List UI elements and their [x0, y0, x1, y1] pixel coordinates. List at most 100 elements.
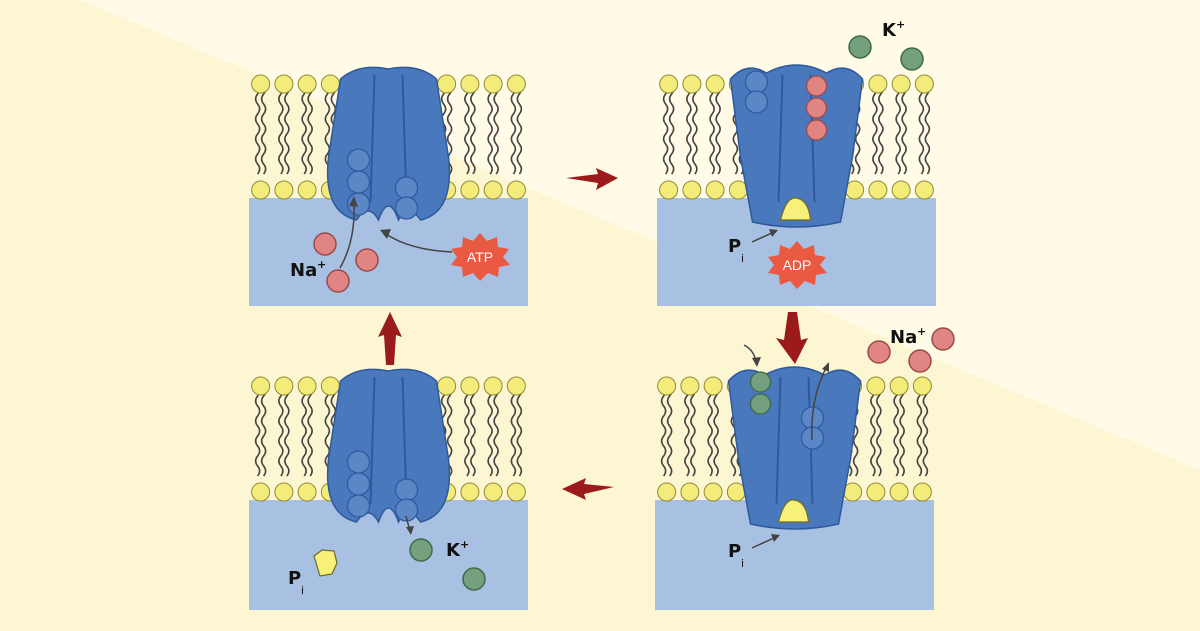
- phospholipid-head: [659, 74, 679, 94]
- arrowhead-icon: [769, 229, 778, 237]
- protein-channel-line: [369, 376, 376, 505]
- phospholipid-head: [320, 74, 340, 94]
- phospholipid-head: [274, 482, 294, 502]
- phospholipid-head: [703, 482, 723, 502]
- phospholipid-head: [506, 376, 526, 396]
- lipid-tail: [918, 83, 931, 175]
- lipid-tail: [872, 83, 884, 175]
- p-label: P: [288, 568, 301, 589]
- phospholipid-head: [506, 482, 526, 502]
- binding-pocket: [346, 148, 371, 172]
- i-subscript: i: [301, 584, 304, 597]
- phosphate-icon: [777, 499, 810, 523]
- potassium-ion-icon: [900, 47, 924, 71]
- na-label: Na: [890, 327, 917, 348]
- phosphate-icon: [779, 197, 812, 221]
- phospholipid-head: [657, 376, 677, 396]
- phospholipid-head: [483, 376, 503, 396]
- adp-burst-icon: [768, 241, 827, 289]
- p-label: P: [728, 236, 741, 257]
- i-subscript: i: [741, 557, 744, 570]
- phospholipid-head: [437, 74, 457, 94]
- phospholipid-head: [460, 74, 480, 94]
- binding-pocket: [394, 478, 419, 502]
- binding-pocket: [346, 494, 371, 518]
- phospholipid-head: [891, 74, 911, 94]
- binding-pocket: [394, 498, 419, 522]
- panel-group: [249, 64, 936, 610]
- na-exit-arrow: [811, 367, 827, 441]
- phospholipid-head: [297, 376, 317, 396]
- sodium-ion-icon: [355, 248, 379, 272]
- phospholipid-head: [297, 180, 317, 200]
- binding-pocket: [744, 70, 769, 94]
- protein-channel-line: [369, 74, 376, 203]
- phospholipid-head: [460, 180, 480, 200]
- phospholipid-head: [297, 74, 317, 94]
- pi-arrow: [751, 231, 775, 243]
- phospholipid-head: [506, 180, 526, 200]
- pump-protein-icon: [326, 368, 451, 524]
- k-plus-label: +: [460, 538, 469, 551]
- k-label: K: [446, 540, 461, 561]
- phospholipid-head: [320, 376, 340, 396]
- phospholipid-head: [866, 376, 886, 396]
- phospholipid-head: [912, 482, 932, 502]
- panel-4-annotations: P i K +: [288, 515, 486, 597]
- phospholipid-head: [251, 376, 271, 396]
- phospholipid-head: [889, 376, 909, 396]
- sodium-ion-icon: [805, 97, 828, 119]
- phospholipid-head: [868, 74, 888, 94]
- protein-channel-line: [777, 74, 784, 203]
- panel-3-annotations: Na + P i: [728, 325, 955, 570]
- panel-2-annotations: K + P i ADP: [728, 18, 924, 289]
- protein-channel-line: [775, 376, 782, 505]
- arrow-left-icon: [562, 478, 614, 500]
- phospholipid-head: [705, 180, 725, 200]
- phospholipid-head: [912, 376, 932, 396]
- phospholipid-head: [483, 180, 503, 200]
- binding-pocket: [346, 450, 371, 474]
- na-plus-label: +: [317, 258, 326, 271]
- binding-pocket: [744, 90, 769, 114]
- phosphate-icon: [313, 549, 338, 577]
- binding-pocket: [394, 196, 419, 220]
- arrowhead-icon: [771, 534, 780, 542]
- potassium-ion-icon: [848, 35, 872, 59]
- phospholipid-head: [460, 482, 480, 502]
- phospholipid-head: [703, 376, 723, 396]
- cycle-arrow-icon: [378, 168, 808, 500]
- lipid-tail: [686, 83, 698, 175]
- binding-pocket: [346, 170, 371, 194]
- phospholipid-head: [914, 180, 934, 200]
- potassium-ion-icon: [749, 371, 772, 393]
- phospholipid-head: [659, 180, 679, 200]
- arrowhead-icon: [822, 362, 829, 372]
- sodium-ion-icon: [931, 327, 955, 351]
- lipid-tail: [464, 83, 476, 175]
- k-label: K: [882, 20, 897, 41]
- adp-label: ADP: [783, 257, 812, 273]
- sodium-ion-icon: [908, 349, 932, 373]
- pump-protein-icon: [326, 66, 451, 222]
- phospholipid-head: [680, 376, 700, 396]
- phospholipid-head: [251, 482, 271, 502]
- arrowhead-icon: [406, 526, 414, 535]
- na-label: Na: [290, 260, 317, 281]
- phospholipid-head: [891, 180, 911, 200]
- na-path-arrow: [339, 199, 355, 269]
- phospholipid-head: [889, 482, 909, 502]
- phospholipid-head: [274, 376, 294, 396]
- k-plus-label: +: [896, 18, 905, 31]
- lipid-tail: [709, 83, 721, 175]
- phospholipid-head: [483, 74, 503, 94]
- cytoplasm-region: [249, 500, 528, 610]
- atp-path-arrow: [385, 233, 453, 253]
- atp-label: ATP: [467, 249, 493, 265]
- arrow-down-icon: [776, 312, 808, 364]
- phospholipid-head: [506, 74, 526, 94]
- phospholipid-head: [437, 376, 457, 396]
- arrowhead-icon: [349, 196, 358, 207]
- phospholipid-head: [274, 74, 294, 94]
- phospholipid-head: [866, 482, 886, 502]
